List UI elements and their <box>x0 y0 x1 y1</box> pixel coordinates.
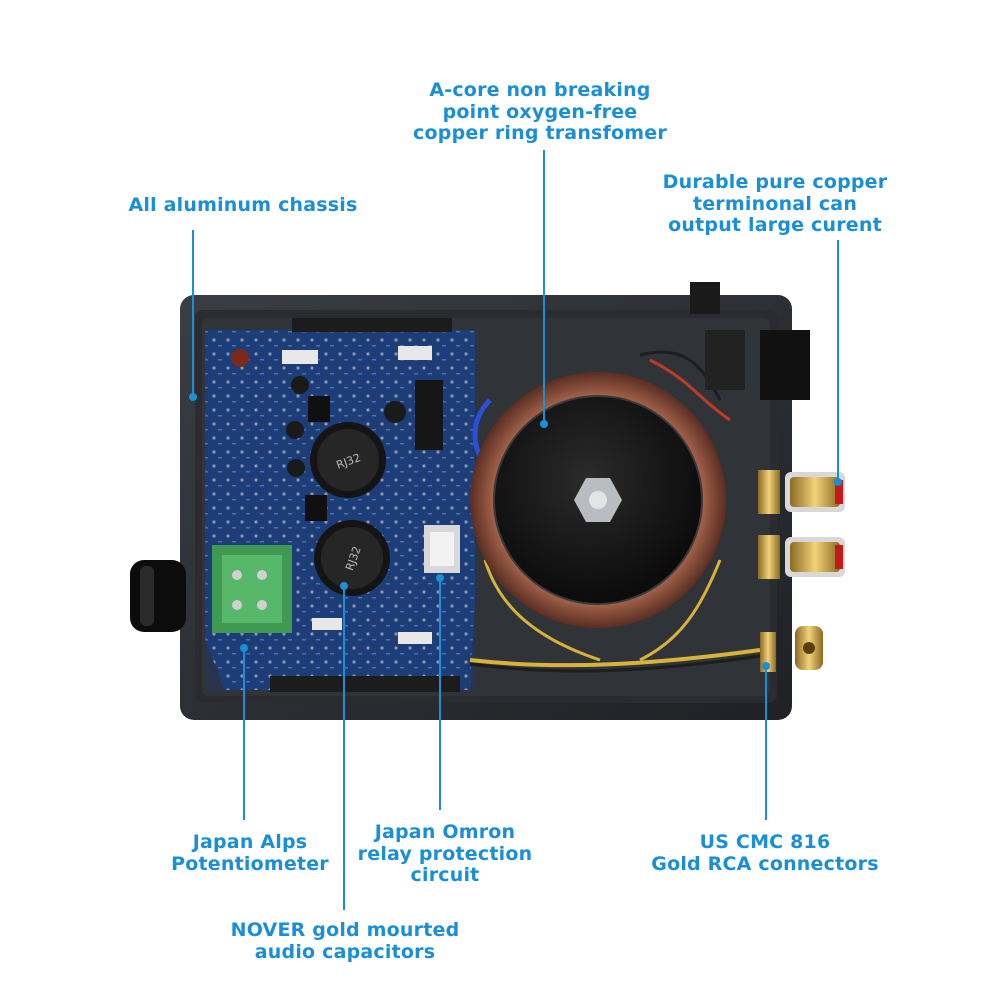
callout-chassis: All aluminum chassis <box>128 194 358 216</box>
omron-relay <box>424 525 460 573</box>
callout-transformer: A-core non breaking point oxygen-free co… <box>413 79 667 144</box>
power-inlet <box>690 282 810 400</box>
rca-connectors <box>760 626 823 672</box>
filter-capacitor-2: RJ32 <box>314 520 390 596</box>
small-components <box>231 346 443 644</box>
speaker-terminal-2 <box>758 535 845 579</box>
volume-knob <box>130 560 186 632</box>
filter-capacitor-1: RJ32 <box>310 422 386 498</box>
callout-terminal: Durable pure copper terminonal can outpu… <box>662 171 888 236</box>
callout-capacitors: NOVER gold mourted audio capacitors <box>230 919 460 963</box>
alps-potentiometer <box>212 545 292 633</box>
toroidal-transformer <box>470 372 726 628</box>
callout-relay: Japan Omron relay protection circuit <box>357 821 533 886</box>
callout-potentiometer: Japan Alps Potentiometer <box>171 831 329 875</box>
callout-leaders <box>189 150 842 910</box>
callout-rca: US CMC 816 Gold RCA connectors <box>651 831 879 875</box>
speaker-terminal-1 <box>758 470 845 514</box>
amplifier-pcb <box>205 318 475 692</box>
